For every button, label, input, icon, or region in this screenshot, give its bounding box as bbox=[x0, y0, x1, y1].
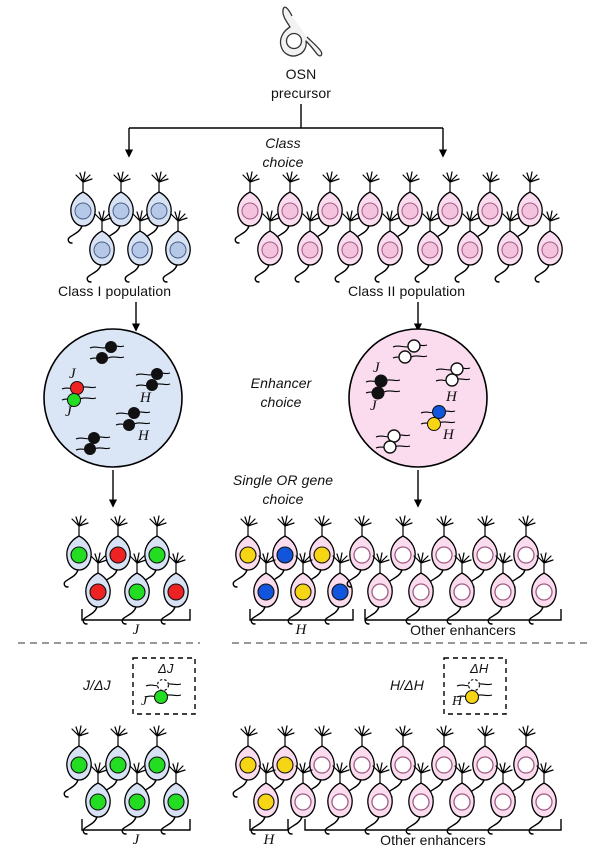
delta-h-label: ΔH bbox=[470, 661, 489, 676]
mutant-class-i-neurons bbox=[63, 725, 189, 835]
class-i-population-label: Class I population bbox=[58, 283, 172, 299]
mutant-j-genotype-label: J/ΔJ bbox=[83, 677, 111, 693]
mutant-h-genotype-label: H/ΔH bbox=[390, 677, 424, 693]
mutant-class-ii-h-neurons bbox=[232, 725, 298, 835]
class-ii-nucleus-circle bbox=[348, 328, 488, 468]
class-i-nucleus-circle bbox=[43, 328, 183, 468]
osn-precursor-label-line2: precursor bbox=[270, 85, 332, 101]
delta-j-inset-box bbox=[132, 657, 196, 715]
enhancer-choice-label-line2: choice bbox=[260, 394, 302, 410]
mutant-other-enhancer-neurons bbox=[287, 725, 557, 835]
class-i-nucleus-j-top-label: J bbox=[69, 366, 76, 382]
wildtype-other-enhancer-neurons bbox=[346, 515, 557, 625]
osn-precursor-label-line1: OSN bbox=[285, 66, 317, 82]
wildtype-bracket-other-label: Other enhancers bbox=[410, 622, 516, 638]
inset-allele-h-label: H bbox=[452, 694, 463, 709]
wildtype-class-ii-h-neurons bbox=[232, 515, 353, 625]
wildtype-class-i-neurons bbox=[63, 515, 189, 625]
mutant-bracket-other-label: Other enhancers bbox=[380, 832, 486, 848]
single-or-choice-label-line2: choice bbox=[262, 491, 304, 507]
class-i-nucleus-j-bottom-label: J bbox=[65, 404, 72, 420]
delta-h-inset-box bbox=[443, 657, 507, 715]
osn-precursor-cell bbox=[279, 6, 323, 57]
class-choice-label-line1: Class bbox=[265, 135, 301, 151]
class-choice-label-line2: choice bbox=[262, 154, 304, 170]
inset-allele-j-label: J bbox=[141, 694, 148, 709]
wildtype-bracket-h-label: H bbox=[295, 622, 307, 638]
wildtype-bracket-j-label: J bbox=[132, 622, 140, 638]
class-i-population-neurons bbox=[67, 171, 191, 283]
class-ii-nucleus-h-bottom-label: H bbox=[443, 427, 454, 443]
enhancer-choice-label-line1: Enhancer bbox=[250, 375, 312, 391]
class-ii-nucleus-j-bottom-label: J bbox=[370, 398, 377, 414]
single-or-choice-label-line1: Single OR gene bbox=[232, 472, 334, 488]
mutant-bracket-h-label: H bbox=[263, 832, 275, 848]
class-ii-population-neurons bbox=[234, 171, 563, 283]
class-i-nucleus-h-bottom-label: H bbox=[138, 428, 149, 444]
mutant-bracket-j-label: J bbox=[132, 832, 140, 848]
class-i-nucleus-h-top-label: H bbox=[140, 390, 151, 406]
class-ii-nucleus-h-top-label: H bbox=[446, 389, 457, 405]
class-ii-nucleus-j-top-label: J bbox=[373, 360, 380, 376]
wildtype-brackets bbox=[81, 609, 562, 621]
delta-j-label: ΔJ bbox=[158, 661, 174, 676]
mutant-brackets bbox=[81, 819, 562, 831]
class-ii-population-label: Class II population bbox=[348, 283, 466, 299]
